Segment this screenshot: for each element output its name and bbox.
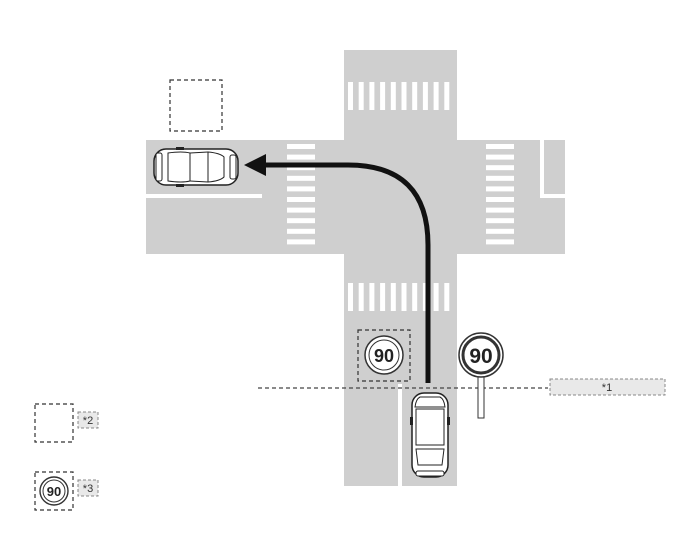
sign-pole <box>477 375 485 419</box>
legend: *2 90 *3 <box>34 403 99 511</box>
crosswalk-stripe <box>486 175 514 181</box>
car-icon <box>153 147 239 187</box>
crosswalk-stripe <box>287 154 315 160</box>
crosswalk-stripe <box>412 82 418 110</box>
speed-limit-display-box: 90 <box>357 329 411 382</box>
crosswalk-stripe <box>287 218 315 224</box>
lane-divider-west <box>146 194 262 198</box>
crosswalk-stripe <box>486 239 514 245</box>
left-turn-arrow-icon <box>244 154 431 383</box>
legend-speed-limit-value: 90 <box>47 484 61 499</box>
crosswalk-stripe <box>287 175 315 181</box>
crosswalk-stripe <box>369 82 375 110</box>
road-intersection-core <box>318 140 485 254</box>
crosswalk-stripe <box>287 144 315 149</box>
crosswalk-stripe <box>390 283 396 311</box>
crosswalk-stripe <box>444 82 450 110</box>
crosswalk-east <box>486 144 514 245</box>
crosswalk-stripe <box>486 228 514 234</box>
crosswalk-north <box>348 82 450 110</box>
speed-limit-display-value: 90 <box>374 346 394 366</box>
crosswalk-stripe <box>486 197 514 202</box>
lane-markings <box>146 140 565 486</box>
road-network <box>146 50 565 486</box>
crosswalk-stripe <box>422 82 428 110</box>
lane-divider-south <box>398 384 402 486</box>
crosswalk-stripe <box>486 186 514 192</box>
placeholder-box-top <box>169 79 223 132</box>
crosswalk-stripe <box>412 283 418 311</box>
crosswalk-stripe <box>486 165 514 171</box>
crosswalk-stripe <box>380 283 386 311</box>
speed-limit-sign-icon: 90 <box>458 332 504 419</box>
crosswalk-stripe <box>358 82 364 110</box>
crosswalk-stripe <box>348 82 353 110</box>
crosswalk-stripe <box>287 197 315 202</box>
crosswalk-stripe <box>287 186 315 192</box>
crosswalk-stripe <box>287 165 315 171</box>
crosswalk-stripe <box>401 82 407 110</box>
legend-speed-box <box>34 471 74 511</box>
legend-placeholder-box <box>34 403 74 443</box>
crosswalk-stripe <box>287 207 315 213</box>
crosswalk-stripe <box>369 283 375 311</box>
crosswalk-stripe <box>422 283 428 311</box>
callout-tag-1-label: *1 <box>602 382 612 394</box>
own-car-icon <box>410 392 450 478</box>
crosswalk-stripe <box>433 82 439 110</box>
crosswalk-stripe <box>401 283 407 311</box>
crosswalk-stripe <box>287 228 315 234</box>
crosswalk-stripe <box>486 207 514 213</box>
legend-tag-3: *3 <box>83 483 93 495</box>
crosswalk-stripe <box>348 283 353 311</box>
crosswalk-stripe <box>380 82 386 110</box>
speed-limit-sign-value: 90 <box>469 345 492 368</box>
callout-tag-1: *1 <box>549 378 666 396</box>
crosswalk-stripe <box>433 283 439 311</box>
crosswalk-south <box>348 283 450 311</box>
lane-divider-east <box>540 140 544 196</box>
crosswalk-stripe <box>287 239 315 245</box>
crosswalk-stripe <box>486 154 514 160</box>
crosswalk-stripe <box>390 82 396 110</box>
crosswalk-stripe <box>486 218 514 224</box>
crosswalk-stripe <box>486 144 514 149</box>
crosswalk-stripe <box>444 283 450 311</box>
legend-tag-2: *2 <box>83 415 93 427</box>
lane-divider-east-horizontal <box>540 194 565 198</box>
crosswalk-west <box>287 144 315 245</box>
crosswalk-stripe <box>358 283 364 311</box>
